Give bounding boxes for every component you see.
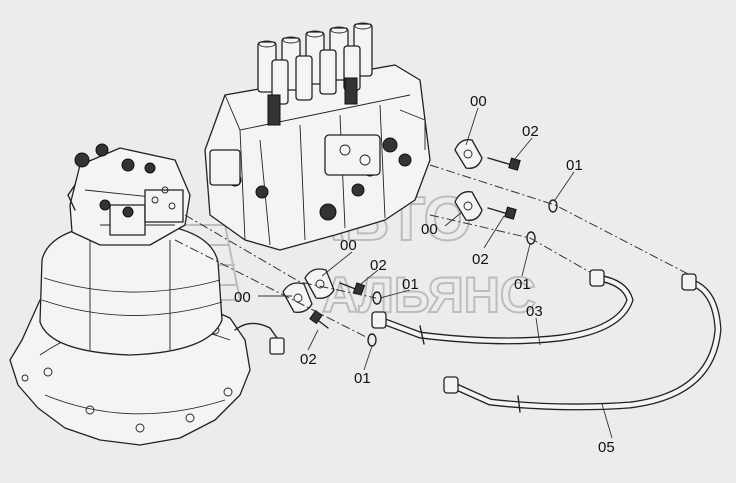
label-flange-motor-b: 00 [234, 289, 251, 306]
label-hose-05: 05 [598, 439, 615, 456]
part-labels: 00 02 01 00 02 01 00 02 01 00 02 01 03 0… [234, 93, 615, 456]
o-ring-mid [526, 231, 536, 245]
flange-mid [454, 191, 483, 221]
motor-drain-pipe [234, 322, 283, 346]
motor-port-fittings [282, 268, 382, 347]
hose-03 [371, 269, 634, 345]
bolt-mid [487, 207, 509, 215]
watermark-line-2: АЛЬЯНС [322, 267, 536, 323]
bolt-top [487, 157, 513, 166]
label-bolt-top: 02 [522, 123, 539, 140]
valve-spool-caps [257, 22, 373, 105]
label-hose-03: 03 [526, 303, 543, 320]
label-o-ring-motor-b: 01 [354, 370, 371, 387]
hose-03-end-fitting-motor [371, 311, 387, 329]
o-ring-motor-b [367, 333, 377, 347]
o-ring-top [548, 199, 558, 213]
hose-05 [443, 273, 722, 413]
leader-lines [258, 107, 613, 439]
label-o-ring-mid: 01 [514, 276, 531, 293]
swing-motor-assembly [9, 143, 285, 446]
hose-05-end-fitting-motor [443, 376, 459, 394]
label-bolt-motor-a: 02 [370, 257, 387, 274]
label-flange-motor-a: 00 [340, 237, 357, 254]
flange-motor-b [282, 282, 313, 313]
flange-top [454, 139, 483, 169]
flange-motor-a [304, 268, 335, 299]
label-o-ring-top: 01 [566, 157, 583, 174]
label-o-ring-motor-a: 01 [402, 276, 419, 293]
valve-main-block [204, 64, 431, 251]
hose-03-end-fitting-valve [589, 269, 605, 287]
label-bolt-mid: 02 [472, 251, 489, 268]
hose-05-end-fitting-valve [681, 273, 697, 291]
valve-plug-a [267, 94, 281, 126]
assembly-centerlines [174, 164, 691, 341]
label-flange-mid: 00 [421, 221, 438, 238]
control-valve-assembly [204, 22, 431, 251]
label-flange-top: 00 [470, 93, 487, 110]
motor-port-cap [74, 152, 90, 168]
valve-port-fittings [454, 139, 558, 245]
valve-plug-b [344, 77, 358, 105]
label-bolt-motor-b: 02 [300, 351, 317, 368]
